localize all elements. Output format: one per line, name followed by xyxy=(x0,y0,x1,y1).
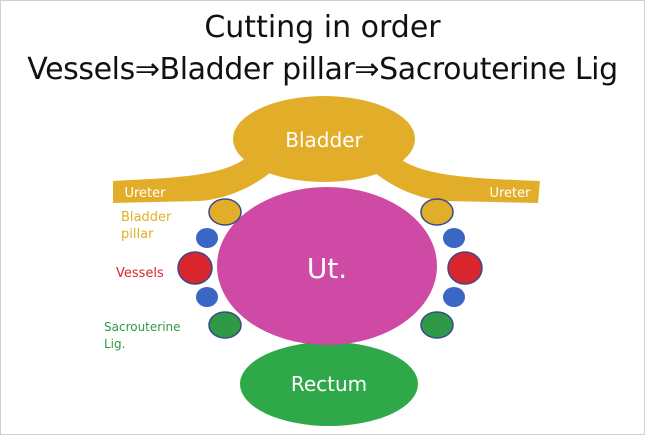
vessel-right xyxy=(448,252,482,284)
sacrouterine-lig-left xyxy=(209,312,241,338)
sacrouterine-label-line1: Sacrouterine xyxy=(104,320,181,334)
ureter-left-label: Ureter xyxy=(124,186,166,201)
ureter-right-label: Ureter xyxy=(489,186,531,201)
bladder-pillar-left xyxy=(209,199,241,225)
bladder-pillar-label-line2: pillar xyxy=(121,227,154,242)
uterus-label: Ut. xyxy=(307,252,347,285)
sacrouterine-label-line2: Lig. xyxy=(104,337,125,351)
blue-vessel-left-lower xyxy=(196,287,218,307)
bladder-pillar-right xyxy=(421,199,453,225)
vessels-label: Vessels xyxy=(116,266,164,281)
blue-vessel-right-upper xyxy=(443,228,465,248)
bladder-label: Bladder xyxy=(285,128,363,152)
vessel-left xyxy=(178,252,212,284)
sacrouterine-lig-right xyxy=(421,312,453,338)
blue-vessel-left-upper xyxy=(196,228,218,248)
bladder-pillar-label-line1: Bladder xyxy=(121,210,172,225)
blue-vessel-right-lower xyxy=(443,287,465,307)
rectum-label: Rectum xyxy=(291,372,367,396)
